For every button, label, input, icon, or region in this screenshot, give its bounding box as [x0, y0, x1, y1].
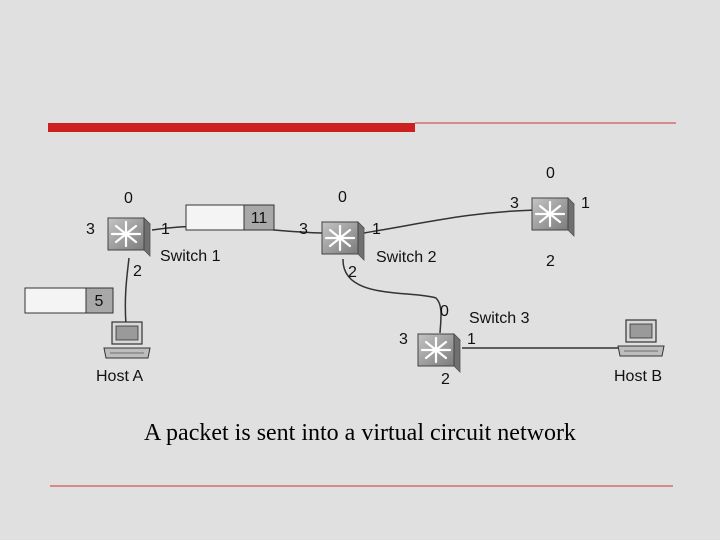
switch-4-port-2: 2	[546, 253, 555, 270]
switch-1-port-0: 0	[124, 190, 133, 207]
switch-1-port-1: 1	[161, 221, 170, 238]
switch-1-label: Switch 1	[160, 248, 221, 265]
switch-1-port-3: 3	[86, 221, 95, 238]
switch-icon	[416, 332, 462, 374]
switch-3-port-0: 0	[440, 303, 449, 320]
switch-4-port-1: 1	[581, 195, 590, 212]
switch-1: 0 1 2 3 Switch 1	[86, 190, 221, 280]
switch-2: 0 1 2 3 Switch 2	[299, 189, 437, 281]
switch-4: 0 1 2 3	[510, 165, 590, 270]
packet-vci-cell	[85, 287, 114, 314]
host-computer-icon	[103, 321, 151, 359]
host-a: Host A	[96, 321, 151, 385]
switch-3-port-3: 3	[399, 331, 408, 348]
switch-2-label: Switch 2	[376, 249, 437, 266]
switch-3: 0 1 2 3 Switch 3	[399, 303, 530, 388]
switch-2-port-3: 3	[299, 221, 308, 238]
packet-link: 11	[185, 204, 275, 231]
packet-vci-value: 11	[251, 210, 268, 227]
host-computer-icon	[617, 319, 665, 357]
switch-3-port-2: 2	[441, 371, 450, 388]
switch-2-port-0: 0	[338, 189, 347, 206]
link-switch-2-switch-4	[363, 209, 537, 234]
switch-icon	[320, 220, 366, 262]
switch-icon	[106, 216, 152, 258]
packet-host-a: 5	[24, 287, 114, 314]
switch-2-port-1: 1	[372, 221, 381, 238]
packet-vci-value: 5	[95, 293, 104, 310]
link-switch-2-switch-3	[342, 258, 442, 334]
switch-4-port-3: 3	[510, 195, 519, 212]
host-a-label: Host A	[96, 368, 143, 385]
host-b: Host B	[614, 319, 665, 385]
switch-1-port-2: 2	[133, 263, 142, 280]
switch-icon	[530, 196, 576, 238]
packet-vci-cell	[243, 204, 275, 231]
switch-3-port-1: 1	[467, 331, 476, 348]
switch-2-port-2: 2	[348, 264, 357, 281]
title-accent-bar	[48, 123, 415, 132]
switch-3-label: Switch 3	[469, 310, 530, 327]
switch-4-port-0: 0	[546, 165, 555, 182]
host-b-label: Host B	[614, 368, 662, 385]
slide-caption: A packet is sent into a virtual circuit …	[144, 420, 576, 446]
link-host-a-switch-1	[124, 257, 130, 326]
